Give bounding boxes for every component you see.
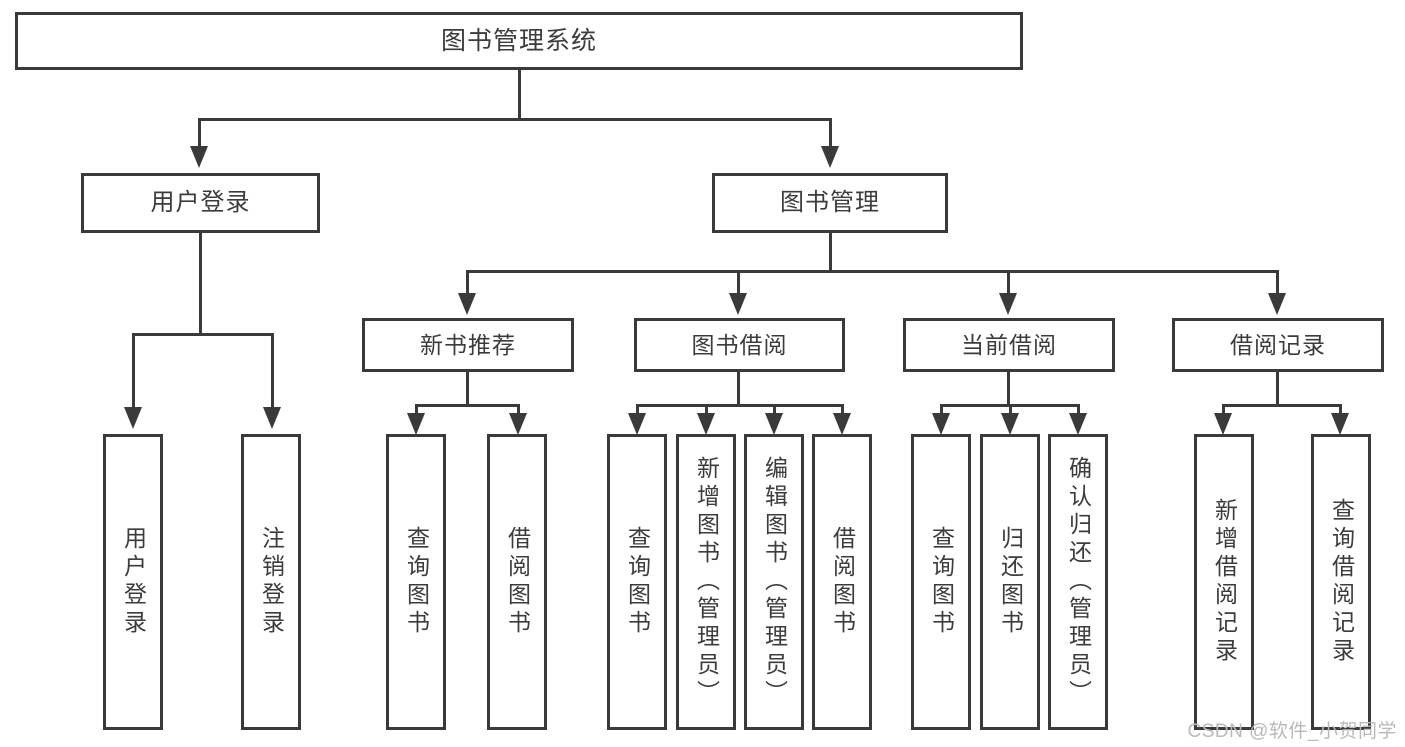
connector-current-borrow-trunk	[1007, 372, 1010, 406]
connector-book-mgmt-child-3	[1276, 270, 1279, 296]
leaf-new-book-0[interactable]: 查询图书	[386, 434, 446, 730]
connector-book-borrow-leaf-0	[636, 404, 639, 418]
arrow-book-borrow-leaf-2	[765, 413, 783, 435]
leaf-borrow-record-1[interactable]: 查询借阅记录	[1311, 434, 1371, 730]
connector-borrow-record-bus	[1222, 404, 1342, 407]
connector-current-borrow-leaf-1	[1009, 404, 1012, 418]
csdn-watermark: CSDN @软件_小贺同学	[1187, 721, 1397, 742]
node-root[interactable]: 图书管理系统	[15, 12, 1023, 70]
leaf-current-borrow-0-label: 查询图书	[928, 526, 955, 638]
leaf-new-book-1[interactable]: 借阅图书	[487, 434, 547, 730]
connector-book-borrow-leaf-3	[841, 404, 844, 418]
arrow-book-mgmt-child-0	[458, 293, 476, 315]
leaf-user-login-0[interactable]: 用户登录	[103, 434, 163, 730]
leaf-current-borrow-2[interactable]: 确认归还（管理员）	[1048, 434, 1108, 730]
arrow-user-login-leaf-1	[263, 407, 281, 429]
node-book-management-label: 图书管理	[780, 189, 880, 216]
leaf-new-book-0-label: 查询图书	[403, 526, 430, 638]
arrow-current-borrow-leaf-1	[1001, 413, 1019, 435]
leaf-user-login-0-label: 用户登录	[120, 526, 147, 638]
arrow-root-to-book-mgmt	[821, 146, 839, 168]
connector-book-borrow-trunk	[737, 372, 740, 406]
leaf-current-borrow-2-label: 确认归还（管理员）	[1065, 456, 1092, 708]
connector-user-login-trunk	[199, 233, 202, 335]
connector-book-mgmt-child-0	[466, 270, 469, 296]
leaf-book-borrow-2[interactable]: 编辑图书（管理员）	[744, 434, 804, 730]
leaf-borrow-record-1-label: 查询借阅记录	[1328, 498, 1355, 666]
connector-root-to-user-login	[198, 118, 201, 150]
arrow-book-borrow-leaf-0	[628, 413, 646, 435]
connector-user-login-bus	[132, 333, 274, 336]
connector-book-mgmt-child-2	[1007, 270, 1010, 296]
connector-new-book-leaf-1	[517, 404, 520, 418]
leaf-borrow-record-0-label: 新增借阅记录	[1211, 498, 1238, 666]
leaf-current-borrow-0[interactable]: 查询图书	[911, 434, 971, 730]
connector-root-trunk	[518, 70, 521, 120]
node-book-borrow-label: 图书借阅	[691, 331, 788, 358]
leaf-user-login-1-label: 注销登录	[258, 526, 285, 638]
leaf-book-borrow-1[interactable]: 新增图书（管理员）	[676, 434, 736, 730]
connector-book-mgmt-child-1	[737, 270, 740, 296]
node-new-book-recommend-label: 新书推荐	[420, 331, 516, 358]
arrow-book-mgmt-child-2	[999, 293, 1017, 315]
connector-current-borrow-leaf-0	[940, 404, 943, 418]
leaf-book-borrow-0[interactable]: 查询图书	[607, 434, 667, 730]
leaf-borrow-record-0[interactable]: 新增借阅记录	[1194, 434, 1254, 730]
leaf-book-borrow-2-label: 编辑图书（管理员）	[761, 456, 788, 708]
connector-root-to-book-mgmt	[829, 118, 832, 150]
connector-book-mgmt-trunk	[829, 233, 832, 273]
connector-user-login-leaf-0	[132, 333, 135, 411]
node-borrow-record[interactable]: 借阅记录	[1172, 318, 1384, 372]
leaf-book-borrow-0-label: 查询图书	[624, 526, 651, 638]
leaf-new-book-1-label: 借阅图书	[504, 526, 531, 638]
arrow-borrow-record-leaf-0	[1214, 413, 1232, 435]
node-root-label: 图书管理系统	[440, 26, 597, 55]
leaf-book-borrow-3-label: 借阅图书	[829, 526, 856, 638]
connector-root-bus	[198, 118, 832, 121]
node-borrow-record-label: 借阅记录	[1230, 331, 1326, 358]
arrow-book-mgmt-child-3	[1268, 293, 1286, 315]
connector-new-book-leaf-0	[415, 404, 418, 418]
arrow-book-borrow-leaf-3	[833, 413, 851, 435]
connector-borrow-record-leaf-0	[1222, 404, 1225, 418]
connector-user-login-leaf-1	[271, 333, 274, 411]
arrow-user-login-leaf-0	[124, 407, 142, 429]
connector-book-borrow-bus	[636, 404, 844, 407]
node-new-book-recommend[interactable]: 新书推荐	[362, 318, 574, 372]
connector-borrow-record-leaf-1	[1339, 404, 1342, 418]
arrow-borrow-record-leaf-1	[1331, 413, 1349, 435]
connector-book-mgmt-bus	[466, 270, 1279, 273]
leaf-current-borrow-1[interactable]: 归还图书	[980, 434, 1040, 730]
arrow-book-mgmt-child-1	[729, 293, 747, 315]
node-current-borrow-label: 当前借阅	[961, 331, 1057, 358]
node-current-borrow[interactable]: 当前借阅	[903, 318, 1115, 372]
connector-book-borrow-leaf-2	[773, 404, 776, 418]
connector-current-borrow-leaf-2	[1077, 404, 1080, 418]
node-book-management[interactable]: 图书管理	[712, 173, 948, 233]
arrow-current-borrow-leaf-0	[932, 413, 950, 435]
node-user-login[interactable]: 用户登录	[81, 173, 320, 233]
arrow-book-borrow-leaf-1	[697, 413, 715, 435]
node-user-login-label: 用户登录	[150, 189, 251, 216]
arrow-current-borrow-leaf-2	[1069, 413, 1087, 435]
leaf-user-login-1[interactable]: 注销登录	[241, 434, 301, 730]
leaf-book-borrow-1-label: 新增图书（管理员）	[693, 456, 720, 708]
arrow-new-book-leaf-1	[509, 413, 527, 435]
arrow-new-book-leaf-0	[407, 413, 425, 435]
connector-new-book-bus	[415, 404, 520, 407]
arrow-root-to-user-login	[190, 146, 208, 168]
connector-borrow-record-trunk	[1276, 372, 1279, 406]
leaf-current-borrow-1-label: 归还图书	[997, 526, 1024, 638]
node-book-borrow[interactable]: 图书借阅	[634, 318, 845, 372]
connector-new-book-trunk	[466, 372, 469, 406]
connector-book-borrow-leaf-1	[705, 404, 708, 418]
leaf-book-borrow-3[interactable]: 借阅图书	[812, 434, 872, 730]
